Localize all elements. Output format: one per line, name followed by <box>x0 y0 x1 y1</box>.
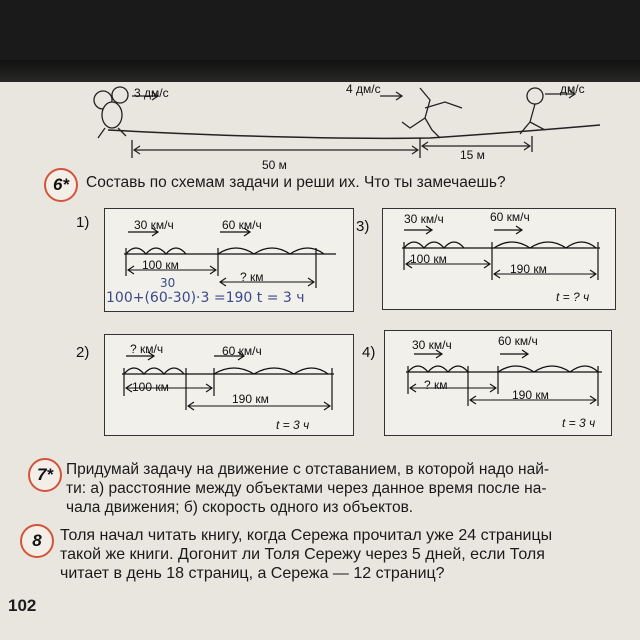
boy-runner-icon <box>519 87 546 135</box>
page-number: 102 <box>8 596 37 615</box>
scheme2-label: 2) <box>76 344 90 361</box>
scheme4-dist1: ? км <box>424 378 448 392</box>
dist-left: 50 м <box>262 158 287 172</box>
scheme3-dist1: 100 км <box>410 252 447 266</box>
scheme3-speed1: 30 км/ч <box>404 212 444 226</box>
speed-right: дм/с <box>560 82 585 96</box>
scheme1-dist1: 100 км <box>142 258 179 272</box>
task8-line3: читает в день 18 страниц, а Сережа — 12 … <box>60 565 445 582</box>
scheme1-diagram <box>124 227 336 288</box>
scheme3-time: t = ? ч <box>556 290 590 304</box>
dist-right: 15 м <box>460 148 485 162</box>
fox-runner-icon <box>401 87 463 139</box>
scheme1-box <box>104 208 354 312</box>
scheme2-box <box>104 334 354 436</box>
mouse-icon <box>93 86 129 139</box>
task7-line3: чала движения; б) скорость одного из объ… <box>66 499 414 516</box>
scheme1-speed1: 30 км/ч <box>134 218 174 232</box>
scheme1-dist2: ? км <box>240 270 264 284</box>
scheme2-dist2: 190 км <box>232 392 269 406</box>
scheme4-time: t = 3 ч <box>562 416 596 430</box>
scheme1-hand-note: 30 <box>160 276 176 290</box>
task7-line2: ти: а) расстояние между объектами через … <box>66 480 547 497</box>
speed-mid: 4 дм/с <box>346 82 381 96</box>
ground-line <box>107 124 601 140</box>
task7-badge: 7* <box>28 458 62 492</box>
scheme4-speed1: 30 км/ч <box>412 338 452 352</box>
scheme1-speed2: 60 км/ч <box>222 218 262 232</box>
scheme2-dist1: 100 км <box>132 380 169 394</box>
task6-badge: 6* <box>44 168 78 202</box>
scheme2-time: t = 3 ч <box>276 418 310 432</box>
scheme3-label: 3) <box>356 218 370 235</box>
task6-text: Составь по схемам задачи и реши их. Что … <box>86 174 506 191</box>
speed-left: 3 дм/с <box>134 86 169 100</box>
task7-line1: Придумай задачу на движение с отставание… <box>66 461 550 478</box>
scheme3-dist2: 190 км <box>510 262 547 276</box>
task8-badge: 8 <box>20 524 54 558</box>
scheme1-handwriting: 100+(60-30)·3 =190 t = 3 ч <box>106 290 305 306</box>
scheme4-diagram <box>406 349 602 406</box>
scheme3-speed2: 60 км/ч <box>490 210 530 224</box>
scheme3-diagram <box>402 225 600 280</box>
task8-line1: Толя начал читать книгу, когда Сережа пр… <box>60 527 553 544</box>
task8-line2: такой же книги. Догонит ли Толя Сережу ч… <box>60 546 545 563</box>
scheme2-speed1: ? км/ч <box>130 342 164 356</box>
scheme1-label: 1) <box>76 214 90 231</box>
scheme4-speed2: 60 км/ч <box>498 334 538 348</box>
scheme2-diagram <box>122 351 334 411</box>
scheme2-speed2: 60 км/ч <box>222 344 262 358</box>
scheme4-label: 4) <box>362 344 376 361</box>
scheme3-box <box>382 208 616 310</box>
scheme4-dist2: 190 км <box>512 388 549 402</box>
